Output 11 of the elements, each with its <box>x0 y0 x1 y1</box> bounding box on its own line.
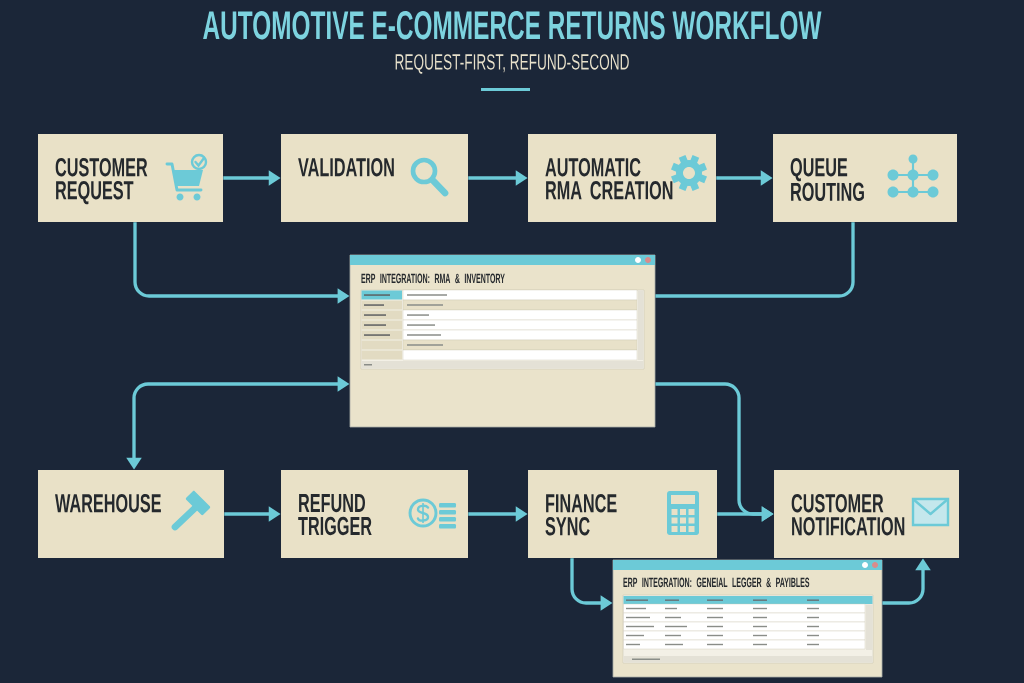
process-box: CUSTOMER REQUEST <box>38 134 223 222</box>
process-box: WAREHOUSE <box>38 470 224 558</box>
process-box: REFUND TRIGGER <box>281 470 468 558</box>
process-box: FINANCE SYNC <box>528 470 717 558</box>
process-box: CUSTOMER NOTIFICATION <box>774 470 959 558</box>
process-box: VALIDATION <box>281 134 468 222</box>
subtitle: REQUEST-FIRST, REFUND-SECOND <box>395 54 629 74</box>
title: AUTOMOTIVE E-COMMERCE RETURNS WORKFLOW <box>203 11 822 40</box>
process-box: AUTOMATIC RMA CREATION <box>528 134 716 222</box>
connector-line <box>655 222 855 298</box>
process-box: QUEUE ROUTING <box>773 134 957 222</box>
